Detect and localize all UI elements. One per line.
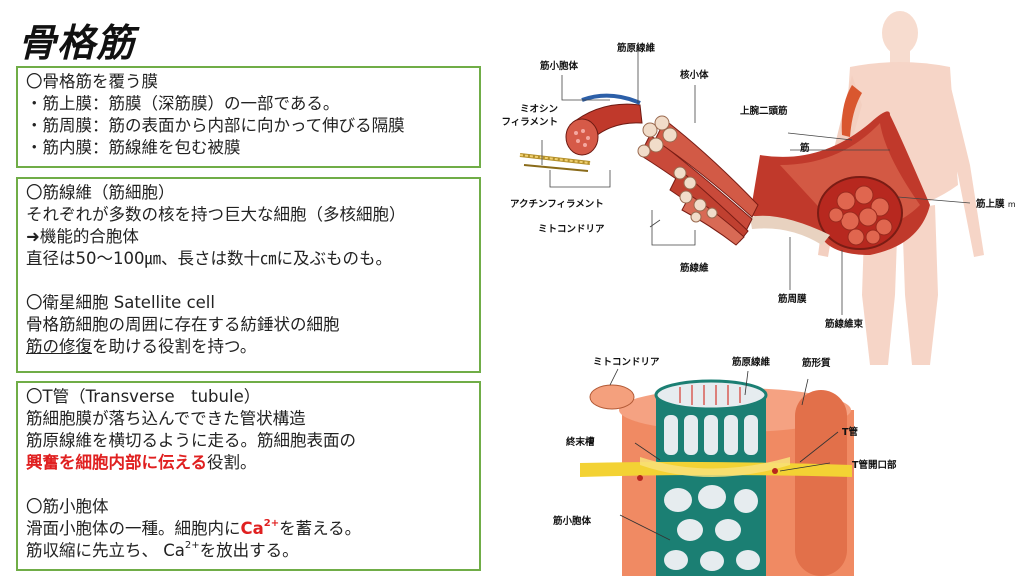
label-myofibril: 筋原線維 [617,43,656,54]
label-terminal-cisterna: 終末槽 [566,437,595,448]
t-tubule-box: 〇T管（Transverse tubule） 筋細胞膜が落ち込んでできた管状構造… [16,381,481,571]
repair-underlined: 筋の修復 [26,337,92,356]
membrane-item-endomysium: ・筋内膜：筋線維を包む被膜 [26,138,241,157]
label-myosin-filament: ミオシン フィラメント [501,104,558,128]
fiber-heading: 〇筋線維（筋細胞） [26,183,175,202]
t-tubule-illustration [580,368,854,576]
label-mitochondria-1: ミトコンドリア [538,224,605,235]
label-cut-mark: m [1007,200,1016,209]
label-actin-filament: アクチンフィラメント [510,199,604,210]
label-epimysium: 筋上膜 m [976,196,1016,210]
label-muscle-fiber: 筋線維 [680,263,709,274]
membrane-item-epimysium: ・筋上膜：筋膜（深筋膜）の一部である。 [26,94,340,113]
label-t-tubule-opening: T管開口部 [852,460,897,471]
fiber-line-2: ➜機能的合胞体 [26,227,139,246]
label-fascicle: 筋線維束 [825,319,864,330]
membrane-heading: 〇骨格筋を覆う膜 [26,72,158,91]
t-tubule-line-2: 筋原線維を横切るように走る。筋細胞表面の [26,431,356,450]
sr-line-2-b: を放出する。 [199,541,299,560]
label-t-tubule: T管 [842,427,858,438]
satellite-line-1: 骨格筋細胞の周囲に存在する紡錘状の細胞 [26,315,340,334]
sr-line-2: 筋収縮に先立ち、 Ca2+を放出する。 [26,540,471,562]
label-epimysium-text: 筋上膜 [976,199,1005,210]
label-nucleus: 核小体 [680,70,709,81]
sr-heading: 〇筋小胞体 [26,497,109,516]
label-sarcoplasm: 筋形質 [802,358,831,369]
t-tubule-heading: 〇T管（Transverse tubule） [26,387,261,406]
sr-line-1-b: を蓄える。 [279,519,362,538]
muscle-structure-illustration [519,11,984,365]
membrane-box: 〇骨格筋を覆う膜 ・筋上膜：筋膜（深筋膜）の一部である。 ・筋周膜：筋の表面から… [16,66,481,168]
label-muscle: 筋 [800,143,810,154]
satellite-line-2: 筋の修復を助ける役割を持つ。 [26,336,471,358]
ca-charge-2: 2+ [184,540,200,551]
label-biceps: 上腕二頭筋 [740,106,788,117]
fiber-line-1: それぞれが多数の核を持つ巨大な細胞（多核細胞） [26,205,406,224]
label-myofibril-2: 筋原線維 [732,357,771,368]
t-tubule-line-3: 興奮を細胞内部に伝える役割。 [26,452,471,474]
t-tubule-line-1: 筋細胞膜が落ち込んでできた管状構造 [26,409,306,428]
sr-line-1: 滑面小胞体の一種。細胞内にCa2+を蓄える。 [26,518,471,540]
label-sarcoplasmic-reticulum: 筋小胞体 [540,61,579,72]
muscle-fiber-box: 〇筋線維（筋細胞） それぞれが多数の核を持つ巨大な細胞（多核細胞） ➜機能的合胞… [16,177,481,373]
page-title: 骨格筋 [18,21,136,65]
fiber-line-3: 直径は50〜100㎛、長さは数十㎝に及ぶものも。 [26,249,392,268]
ca-highlight: Ca [240,519,264,538]
label-mitochondria-2: ミトコンドリア [593,357,660,368]
label-perimysium: 筋周膜 [778,294,807,305]
satellite-heading: 〇衛星細胞 Satellite cell [26,293,215,312]
satellite-line-2-rest: を助ける役割を持つ。 [92,337,257,356]
t-tubule-line-3-rest: 役割。 [207,453,257,472]
sr-line-2-a: 筋収縮に先立ち、 Ca [26,541,185,560]
label-sarcoplasmic-reticulum-2: 筋小胞体 [553,516,592,527]
membrane-item-perimysium: ・筋周膜：筋の表面から内部に向かって伸びる隔膜 [26,116,405,135]
ca-charge: 2+ [263,518,280,529]
excitation-highlight: 興奮を細胞内部に伝える [26,453,208,472]
sr-line-1-a: 滑面小胞体の一種。細胞内に [26,519,241,538]
